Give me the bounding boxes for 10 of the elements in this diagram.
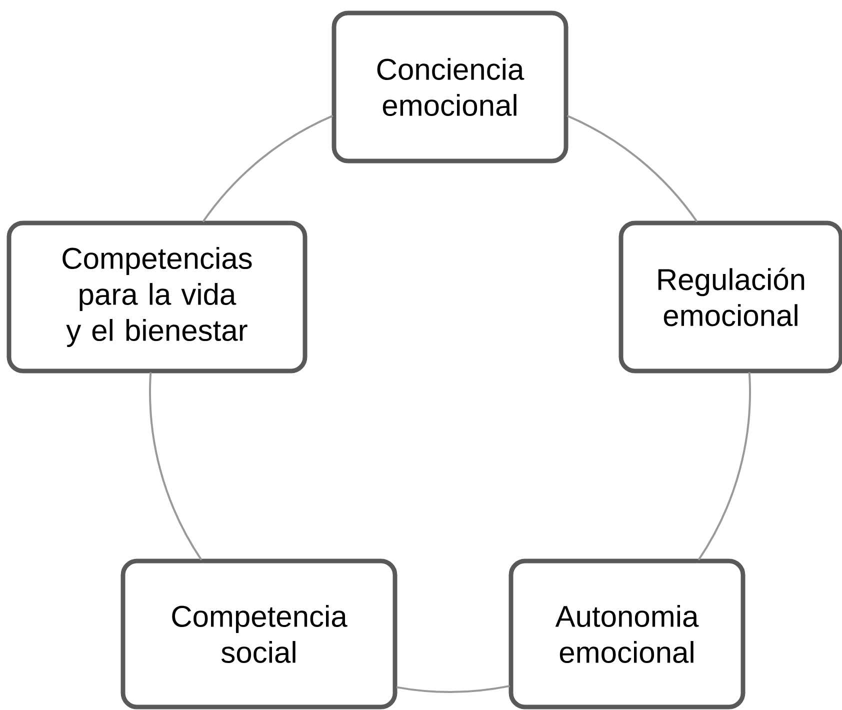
connector-arc xyxy=(202,114,334,222)
connector-arc xyxy=(149,372,202,560)
text-box: Regulación emocional xyxy=(618,220,842,374)
connector-arc xyxy=(698,372,751,560)
text-box: Conciencia emocional xyxy=(332,10,568,164)
connector-arc xyxy=(396,685,510,693)
connector-arc xyxy=(566,114,698,222)
text-box: Competencias para la vida y el bienestar xyxy=(6,220,308,374)
text-box: Autonomia emocional xyxy=(508,558,746,710)
text-box: Competencia social xyxy=(120,558,398,710)
